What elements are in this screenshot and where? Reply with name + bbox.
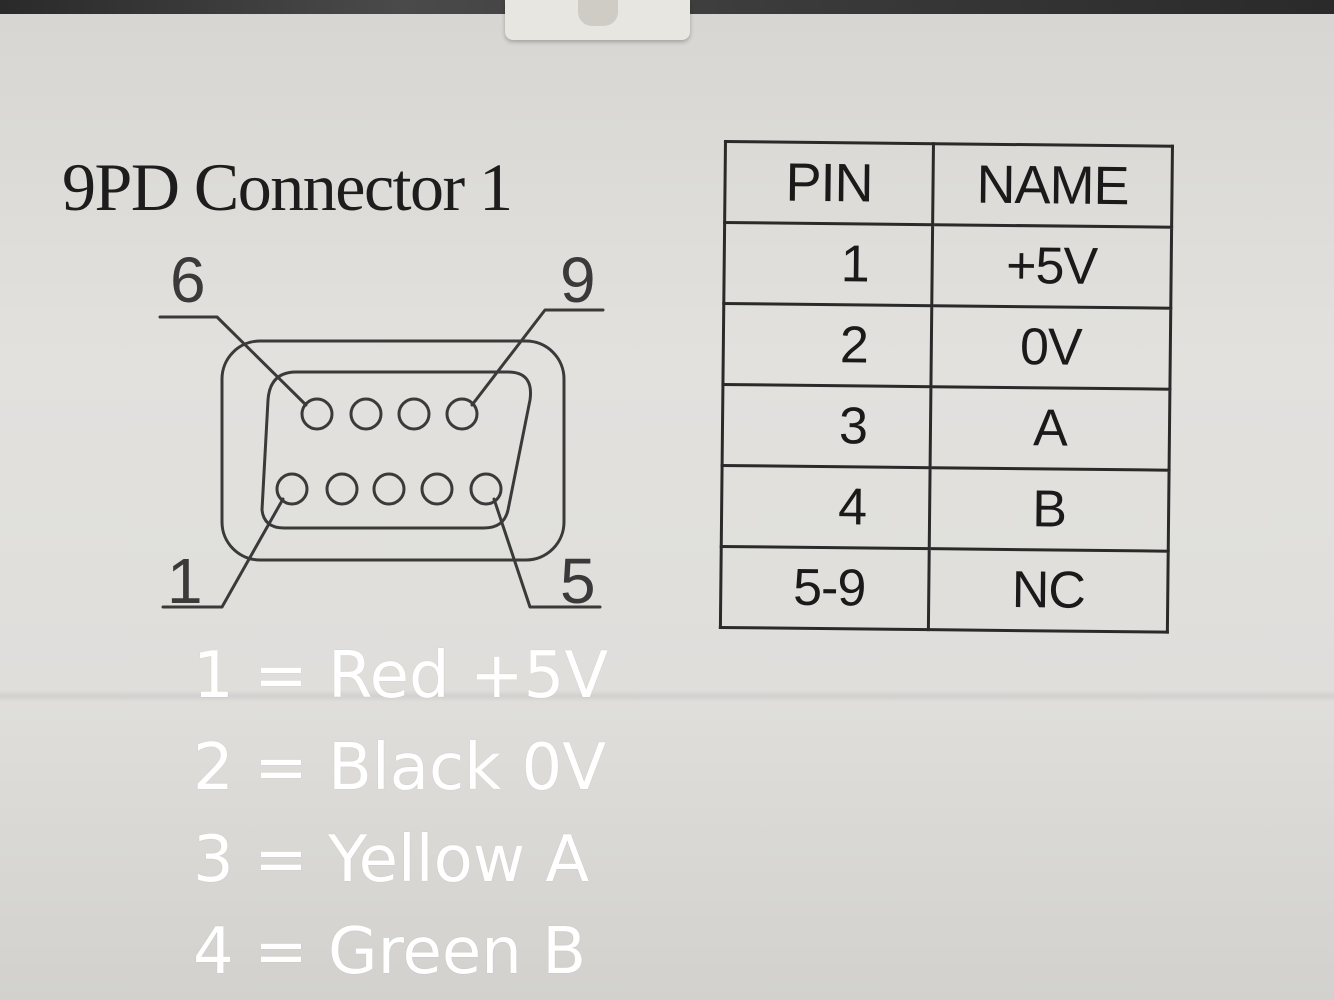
table-row: 3 A: [722, 384, 1170, 471]
pin-2-hole: [325, 472, 359, 506]
leader-line-pin-1: [161, 497, 285, 609]
leader-line-pin-5: [492, 497, 602, 609]
pin-assignment-table: PIN NAME 1 +5V 2 0V 3 A 4 B 5-9: [718, 140, 1174, 634]
table-header-row: PIN NAME: [724, 141, 1173, 228]
cell-pin: 2: [722, 303, 932, 387]
wire-note-2: 2 = Black 0V: [193, 731, 607, 805]
pin-4-hole: [420, 472, 454, 506]
wire-note-1: 1 = Red +5V: [193, 639, 609, 713]
wire-note-4: 4 = Green B: [193, 915, 587, 989]
diagram-title: 9PD Connector 1: [62, 149, 513, 225]
cell-pin: 4: [721, 465, 931, 549]
pin-6-label: 6: [170, 244, 206, 316]
cell-pin: 3: [722, 384, 931, 468]
pin-9-hole: [445, 397, 479, 431]
cell-name: +5V: [931, 224, 1172, 309]
wire-color-notes: 1 = Red +5V 2 = Black 0V 3 = Yellow A 4 …: [193, 630, 608, 998]
table-row: 2 0V: [722, 303, 1171, 390]
pin-9-label: 9: [560, 244, 596, 316]
table-row: 1 +5V: [723, 222, 1172, 309]
pin-8-hole: [397, 397, 431, 431]
pin-6-hole: [300, 397, 334, 431]
pin-7-hole: [349, 397, 383, 431]
webcam-lens-notch: [578, 0, 618, 26]
cell-name: A: [930, 386, 1170, 471]
pin-1-label: 1: [167, 545, 203, 617]
screen-seam: [0, 690, 1334, 702]
pin-5-label: 5: [560, 545, 596, 617]
leader-line-pin-6: [158, 315, 308, 407]
cell-pin: 5-9: [720, 546, 930, 630]
header-name: NAME: [932, 143, 1173, 228]
connector-inner-trapezoid: [260, 370, 533, 530]
pin-5-hole: [469, 472, 503, 506]
wire-note-3: 3 = Yellow A: [193, 823, 590, 897]
cell-name: NC: [928, 548, 1169, 633]
cell-pin: 1: [723, 222, 933, 306]
cell-name: 0V: [930, 305, 1171, 390]
cell-name: B: [929, 467, 1170, 552]
header-pin: PIN: [724, 141, 934, 225]
pin-3-hole: [372, 472, 406, 506]
table-row: 4 B: [721, 465, 1170, 552]
pin-1-hole: [275, 472, 309, 506]
connector-outer-shell: [220, 339, 566, 562]
leader-line-pin-9: [470, 308, 605, 407]
table-row: 5-9 NC: [720, 546, 1169, 633]
